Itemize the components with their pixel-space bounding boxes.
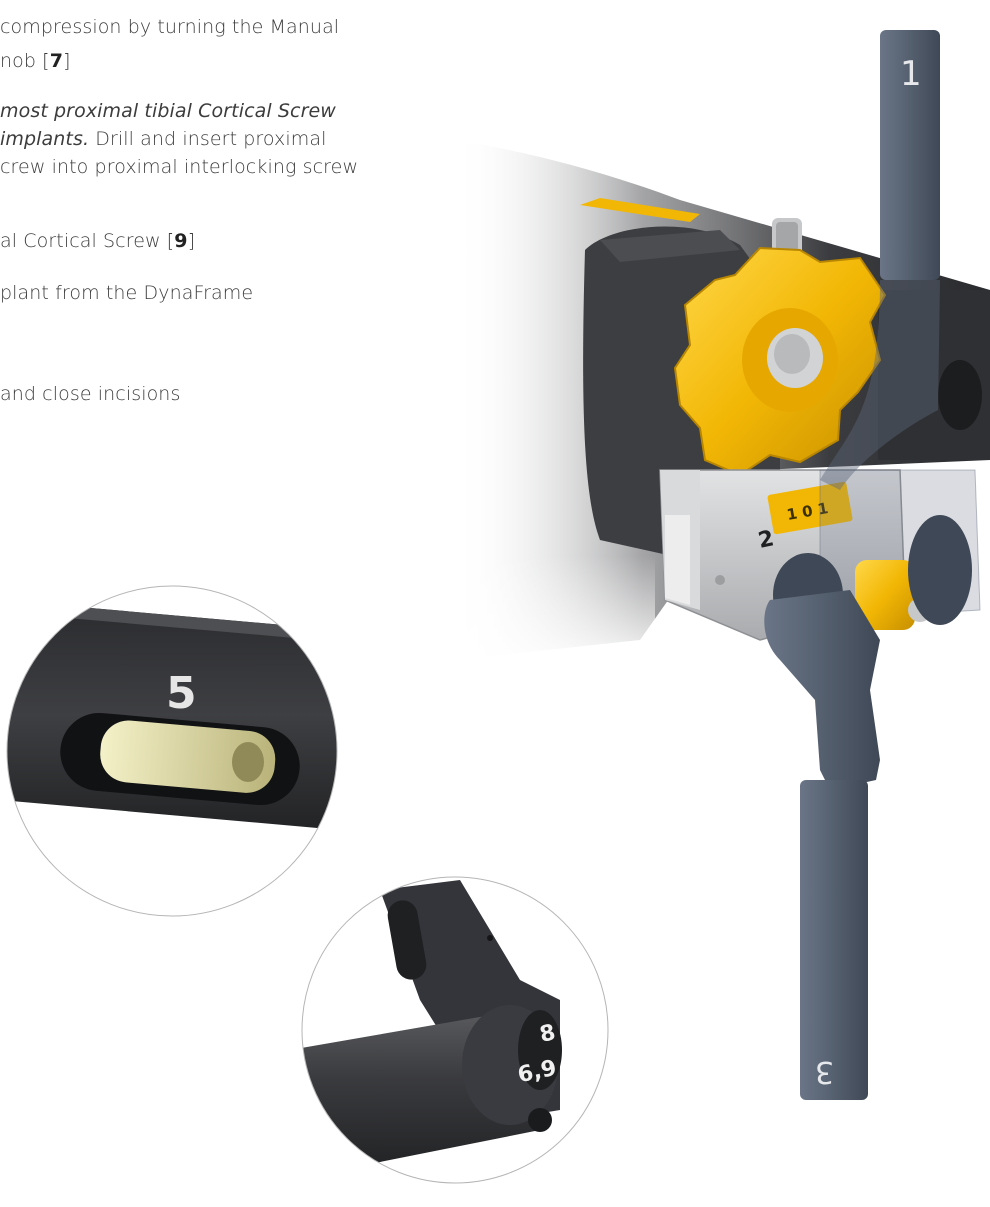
instruction-line-3: most proximal tibial Cortical Screw (0, 98, 336, 124)
instruction-line-5: crew into proximal interlocking screw (0, 154, 358, 180)
line-8-text: and close incisions (0, 383, 181, 405)
manual-compression-knob (673, 246, 887, 477)
arm-top-number: 1 (900, 54, 922, 94)
instruction-line-7: plant from the DynaFrame (0, 280, 253, 306)
sleeve-number-label-2: 8 (538, 1020, 558, 1048)
line-6-text: al Cortical Screw [ (0, 230, 175, 252)
instruction-line-4: implants. Drill and insert proximal (0, 126, 327, 152)
line-1-text: compression by turning the Manual (0, 16, 340, 38)
instruction-line-8: and close incisions (0, 381, 180, 407)
block-number-label: 2 (756, 526, 776, 554)
arm-bottom-number: 3 (815, 1054, 834, 1089)
ref-number-9: 9 (174, 230, 188, 252)
line-5-text: crew into proximal interlocking screw (0, 156, 359, 178)
thumb-screw (772, 218, 802, 256)
connecting-arm: 1 3 (764, 30, 981, 1100)
ref-number-7: 7 (49, 50, 64, 72)
line-2-text: nob [ (0, 50, 50, 72)
instruction-line-2: nob [7] (0, 48, 71, 74)
detail-slot-view: 5 (6, 585, 338, 917)
slot-number-label: 5 (166, 668, 197, 719)
instruction-line-1: compression by turning the Manual (0, 14, 339, 40)
yellow-indicator-tab (580, 198, 700, 222)
gauge-scale (767, 481, 853, 535)
line-2-bracket: ] (63, 50, 71, 72)
instruction-line-6: al Cortical Screw [9] (0, 228, 195, 254)
line-4-text: Drill and insert proximal (89, 128, 327, 150)
line-3-italic: most proximal tibial Cortical Screw (0, 100, 336, 122)
detail-sleeve-view: 6,9 8 (301, 876, 609, 1184)
line-7-text: plant from the DynaFrame (0, 282, 254, 304)
line-4-italic: implants. (0, 128, 90, 150)
line-6-bracket: ] (187, 230, 196, 252)
